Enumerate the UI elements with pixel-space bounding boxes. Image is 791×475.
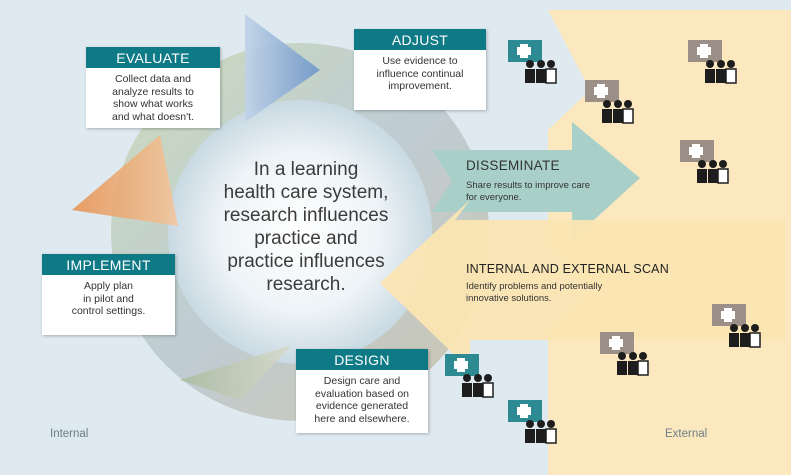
center-glow	[168, 100, 432, 364]
design-line: Design care and	[323, 375, 401, 387]
design-description: Design care and evaluation based on evid…	[296, 370, 428, 430]
center-line: practice influences	[227, 251, 385, 272]
hospital-team-icon	[445, 354, 494, 398]
design-title: DESIGN	[296, 349, 428, 370]
center-line: practice and	[254, 228, 358, 249]
evaluate-line: Collect data and	[115, 73, 191, 85]
hospital-team-icon	[508, 400, 557, 444]
center-line: research.	[266, 274, 346, 295]
disseminate-line: Share results to improve care	[466, 180, 591, 191]
implement-title: IMPLEMENT	[42, 254, 175, 275]
adjust-line: influence continual	[376, 67, 464, 80]
hospital-team-icon	[508, 40, 557, 84]
adjust-box: ADJUST Use evidence to influence continu…	[354, 29, 486, 110]
top-arrowhead	[245, 14, 320, 122]
scan-title: INTERNAL AND EXTERNAL SCAN	[466, 262, 669, 276]
evaluate-box: EVALUATE Collect data and analyze result…	[86, 47, 220, 128]
bottom-arrowhead	[180, 345, 292, 400]
adjust-line: Use evidence to	[382, 55, 458, 67]
evaluate-description: Collect data and analyze results to show…	[86, 68, 220, 128]
implement-line: in pilot and	[83, 292, 134, 305]
evaluate-line: show what works	[113, 98, 193, 110]
disseminate-description: Share results to improve care for everyo…	[466, 180, 636, 204]
evaluate-line: and what doesn't.	[112, 110, 194, 123]
disseminate-title: DISSEMINATE	[466, 158, 560, 173]
implement-box: IMPLEMENT Apply plan in pilot and contro…	[42, 254, 175, 335]
hospital-team-icon	[680, 140, 729, 184]
implement-line: Apply plan	[83, 280, 134, 292]
scan-description: Identify problems and potentially innova…	[466, 281, 666, 304]
internal-label: Internal	[50, 428, 89, 440]
left-arrowhead	[72, 135, 178, 226]
design-box: DESIGN Design care and evaluation based …	[296, 349, 428, 433]
center-statement: In a learning health care system, resear…	[196, 158, 416, 296]
adjust-line: improvement.	[388, 80, 452, 92]
implement-line: control settings.	[71, 305, 146, 317]
hospital-team-icon	[585, 80, 634, 124]
disseminate-arrow	[432, 122, 640, 240]
design-line: evaluation based on	[315, 387, 409, 400]
external-label: External	[665, 428, 708, 440]
center-line: research influences	[223, 205, 389, 226]
hospital-team-icon	[688, 40, 737, 84]
disseminate-line: for everyone.	[466, 192, 522, 203]
adjust-description: Use evidence to influence continual impr…	[354, 50, 486, 98]
evaluate-line: analyze results to	[112, 85, 194, 98]
implement-description: Apply plan in pilot and control settings…	[42, 275, 175, 323]
design-line: evidence generated	[315, 400, 409, 412]
center-line: In a learning	[253, 159, 359, 180]
hospital-team-icon	[712, 304, 761, 348]
scan-arrow	[380, 200, 785, 370]
scan-line: Identify problems and potentially	[466, 281, 603, 292]
hospital-team-icon	[600, 332, 649, 376]
design-line: here and elsewhere.	[314, 412, 410, 425]
scan-line: innovative solutions.	[466, 292, 552, 304]
adjust-title: ADJUST	[354, 29, 486, 50]
center-line: health care system,	[223, 182, 389, 203]
evaluate-title: EVALUATE	[86, 47, 220, 68]
